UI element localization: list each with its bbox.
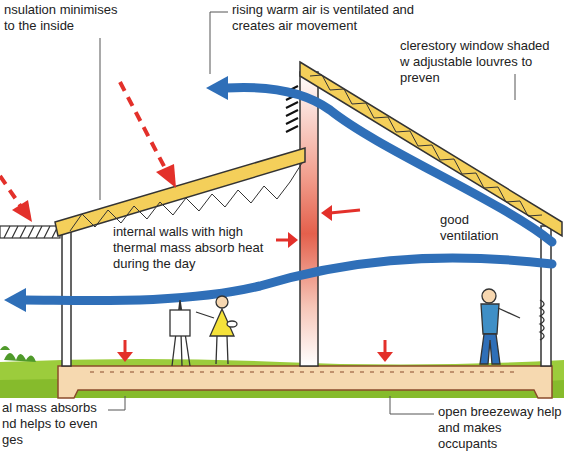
callout-text: clerestory window shaded w adjustable lo… (400, 38, 560, 86)
callout-text: good ventilation (440, 212, 520, 244)
leader-lines (210, 12, 228, 74)
occupant (480, 289, 544, 364)
walls (62, 72, 551, 366)
callout-text: rising warm air is ventilated and create… (232, 2, 422, 34)
sun-rays (120, 82, 166, 170)
roof (70, 163, 302, 231)
heat-arrows (377, 352, 393, 362)
pergola (0, 226, 60, 238)
leader-lines (100, 38, 101, 200)
ground (0, 359, 564, 398)
plants (0, 346, 10, 350)
plants (4, 353, 36, 362)
breeze-arrows (226, 87, 552, 242)
plants (0, 346, 36, 362)
heat-arrows (330, 210, 360, 213)
callout-text: nsulation minimises to the inside (4, 2, 126, 34)
walls (300, 72, 318, 366)
ground (0, 359, 564, 398)
walls (541, 226, 551, 366)
leader-lines (515, 74, 516, 100)
roof (310, 75, 542, 216)
occupant (498, 308, 520, 318)
roof (55, 62, 562, 236)
callout-text: internal walls with high thermal mass ab… (113, 224, 278, 272)
arrow-heads (206, 76, 228, 100)
heat-arrows (117, 352, 133, 362)
painter (216, 296, 228, 308)
sun-rays (0, 82, 176, 222)
sun-rays (12, 200, 32, 222)
leader-lines (108, 396, 125, 410)
floor-slab (58, 366, 552, 398)
heat-arrows (276, 239, 288, 242)
leader-lines (390, 396, 434, 414)
painter (227, 321, 237, 327)
painter (170, 296, 237, 366)
callout-text: open breezeway help and makes occupants (438, 404, 562, 452)
occupant (540, 300, 544, 340)
occupant (480, 334, 500, 364)
arrow-heads (4, 288, 26, 312)
heat-arrows (321, 205, 332, 221)
roof (55, 148, 305, 236)
heat-arrows (384, 340, 387, 354)
pergola (4, 226, 58, 238)
floor-slab (58, 366, 552, 398)
breeze-arrows (24, 258, 552, 301)
painter (196, 312, 228, 364)
occupant (482, 289, 496, 303)
heat-arrows (124, 340, 127, 354)
arrow-heads (4, 76, 228, 312)
painter (170, 310, 190, 336)
heat-arrows (288, 232, 298, 248)
sun-rays (156, 164, 176, 188)
sun-rays (0, 176, 22, 208)
callout-text: al mass absorbs nd helps to even ges (2, 400, 106, 448)
floor-slab (90, 372, 520, 373)
pergola (0, 226, 60, 238)
breeze-arrows (24, 87, 552, 300)
occupant (481, 304, 499, 334)
roof (300, 62, 562, 236)
